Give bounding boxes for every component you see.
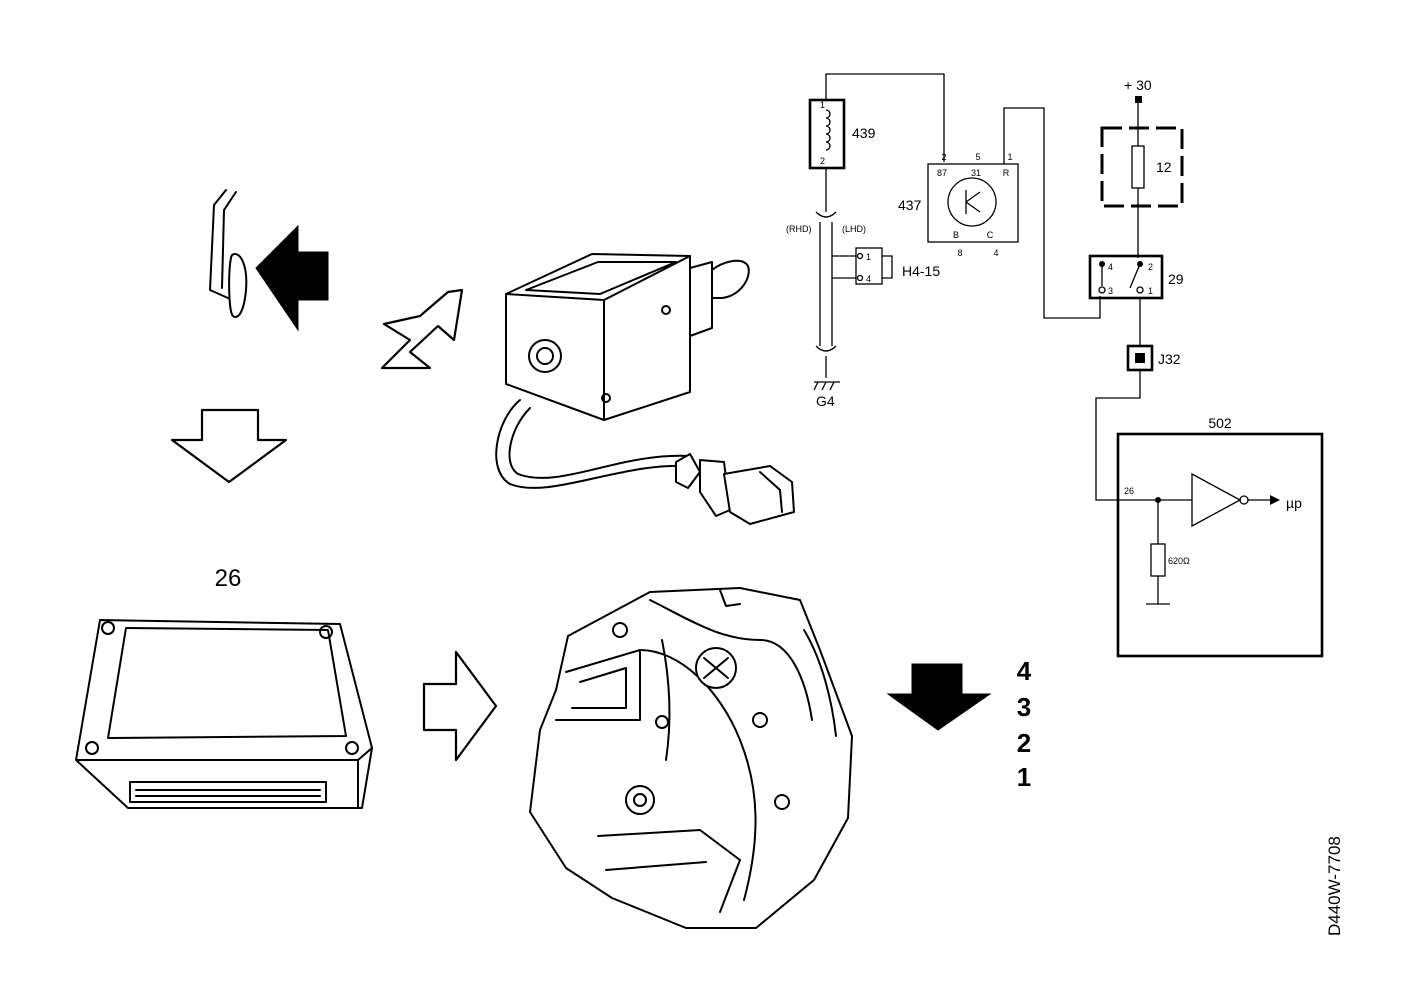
kickdown-switch-label: 437 [898,197,922,213]
figure-code: D440W-7708 [1325,836,1344,936]
transmission-illustration [529,587,853,929]
solenoid-439-label: 439 [852,125,876,141]
supply-label: + 30 [1124,77,1152,93]
solenoid-439-symbol: 1 2 439 [808,98,876,170]
control-module-label: 502 [1208,415,1232,431]
gear-output-arrow [886,663,992,731]
ecu-label: 26 [215,565,242,592]
svg-text:5: 5 [975,152,980,162]
connector-h4-15-label: H4-15 [902,263,940,279]
svg-text:R: R [1003,168,1010,178]
connector-j32-symbol: J32 [1126,344,1181,372]
svg-text:4: 4 [866,274,871,284]
wiring-schematic: 1 2 439 (RHD) (LHD) G4 1 4 H4-15 [786,73,1324,658]
flow-arrow-to-transmission [422,650,498,762]
relay-29-symbol: 4 2 3 1 29 [1088,254,1184,300]
lhd-label: (LHD) [842,224,866,234]
connector-j32-label: J32 [1158,351,1181,367]
svg-text:3: 3 [1108,286,1113,296]
svg-text:2: 2 [820,156,825,166]
rhd-label: (RHD) [786,224,812,234]
svg-text:1: 1 [866,252,871,262]
kickdown-switch-437-symbol: 2 5 1 87 31 R B C 8 4 437 [898,152,1019,258]
svg-text:2: 2 [941,152,946,162]
svg-text:31: 31 [971,168,981,178]
relay-label: 29 [1168,271,1184,287]
microprocessor-label: µp [1286,495,1302,511]
gear-3: 3 [1017,692,1031,722]
svg-text:26: 26 [1124,486,1134,496]
accelerator-pedal-illustration [209,189,248,318]
svg-text:87: 87 [937,168,947,178]
svg-text:4: 4 [993,248,998,258]
fuse-label: 12 [1156,159,1172,175]
svg-text:1: 1 [820,100,825,110]
supply-terminal: + 30 [1124,77,1152,128]
gear-1: 1 [1017,762,1031,792]
svg-text:8: 8 [957,248,962,258]
svg-text:2: 2 [1148,262,1153,272]
ecu-illustration [75,619,373,809]
resistor-label: 620Ω [1168,556,1190,566]
connector-h4-15-symbol: 1 4 H4-15 [855,247,940,285]
svg-text:B: B [953,230,959,240]
flow-arrow-to-ecu [170,408,288,484]
gear-4: 4 [1017,656,1032,686]
control-module-502-symbol: 502 26 µp 620Ω [1116,415,1324,658]
gear-positions: 4 3 2 1 [1017,656,1032,792]
ground-label: G4 [816,393,835,409]
svg-text:1: 1 [1007,152,1012,162]
wire-solenoid-to-switch [825,73,945,162]
solenoid-illustration [495,253,795,525]
svg-text:C: C [987,230,994,240]
svg-text:1: 1 [1148,286,1153,296]
fuse-12-symbol: 12 [1100,126,1184,208]
wire-switch-to-relay [1003,107,1101,319]
svg-text:4: 4 [1108,262,1113,272]
pedal-press-arrow [255,224,329,332]
gear-2: 2 [1017,728,1031,758]
ground-g4-symbol: G4 [813,381,840,409]
flow-arrow-to-solenoid [380,288,464,370]
